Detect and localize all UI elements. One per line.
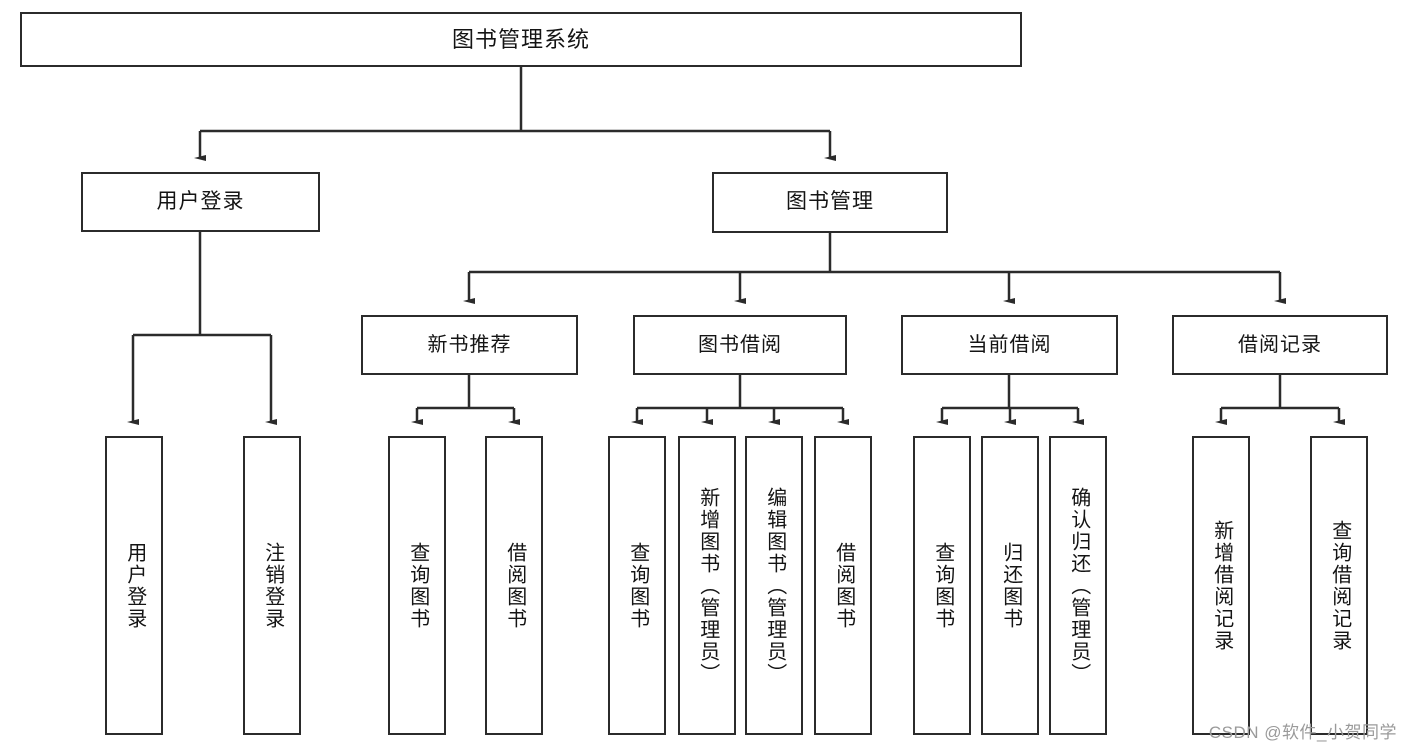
node-book-manage-label: 图书管理 [786,190,874,214]
node-leaf-user-login-label: 用户登录 [123,541,146,630]
node-new-book-rec[interactable]: 新书推荐 [361,315,578,375]
node-current-borrow-label: 当前借阅 [967,333,1052,356]
node-leaf-add-book[interactable]: 新增图书（管理员） [678,436,736,735]
node-root[interactable]: 图书管理系统 [20,12,1022,67]
node-book-borrow[interactable]: 图书借阅 [633,315,847,375]
node-book-borrow-label: 图书借阅 [698,333,782,356]
node-leaf-query-book-2[interactable]: 查询图书 [608,436,666,735]
node-leaf-logout[interactable]: 注销登录 [243,436,301,735]
node-leaf-query-book-3-label: 查询图书 [931,541,954,630]
csdn-watermark: CSDN @软件_小贺同学 [1208,723,1397,742]
node-leaf-borrow-book-2-label: 借阅图书 [832,541,855,630]
node-leaf-query-record-label: 查询借阅记录 [1328,519,1351,652]
node-leaf-query-book-2-label: 查询图书 [626,541,649,630]
node-leaf-logout-label: 注销登录 [261,541,284,630]
node-root-label: 图书管理系统 [451,26,590,52]
node-leaf-borrow-book-1-label: 借阅图书 [503,541,526,630]
node-leaf-add-book-label: 新增图书（管理员） [696,486,719,685]
node-leaf-add-record-label: 新增借阅记录 [1210,519,1233,652]
node-leaf-return-book[interactable]: 归还图书 [981,436,1039,735]
node-leaf-add-record[interactable]: 新增借阅记录 [1192,436,1250,735]
node-leaf-edit-book[interactable]: 编辑图书（管理员） [745,436,803,735]
node-leaf-query-book-1[interactable]: 查询图书 [388,436,446,735]
node-book-manage[interactable]: 图书管理 [712,172,948,233]
node-leaf-return-book-label: 归还图书 [999,541,1022,630]
node-leaf-borrow-book-2[interactable]: 借阅图书 [814,436,872,735]
node-leaf-confirm-return[interactable]: 确认归还（管理员） [1049,436,1107,735]
node-leaf-query-record[interactable]: 查询借阅记录 [1310,436,1368,735]
node-borrow-record-label: 借阅记录 [1238,333,1322,356]
node-leaf-query-book-1-label: 查询图书 [406,541,429,630]
node-leaf-edit-book-label: 编辑图书（管理员） [763,486,786,685]
node-new-book-rec-label: 新书推荐 [427,333,512,356]
node-current-borrow[interactable]: 当前借阅 [901,315,1118,375]
node-user-login[interactable]: 用户登录 [81,172,320,232]
node-leaf-borrow-book-1[interactable]: 借阅图书 [485,436,543,735]
node-borrow-record[interactable]: 借阅记录 [1172,315,1388,375]
node-leaf-query-book-3[interactable]: 查询图书 [913,436,971,735]
node-leaf-user-login[interactable]: 用户登录 [105,436,163,735]
node-user-login-label: 用户登录 [156,189,245,213]
node-leaf-confirm-return-label: 确认归还（管理员） [1067,486,1090,685]
